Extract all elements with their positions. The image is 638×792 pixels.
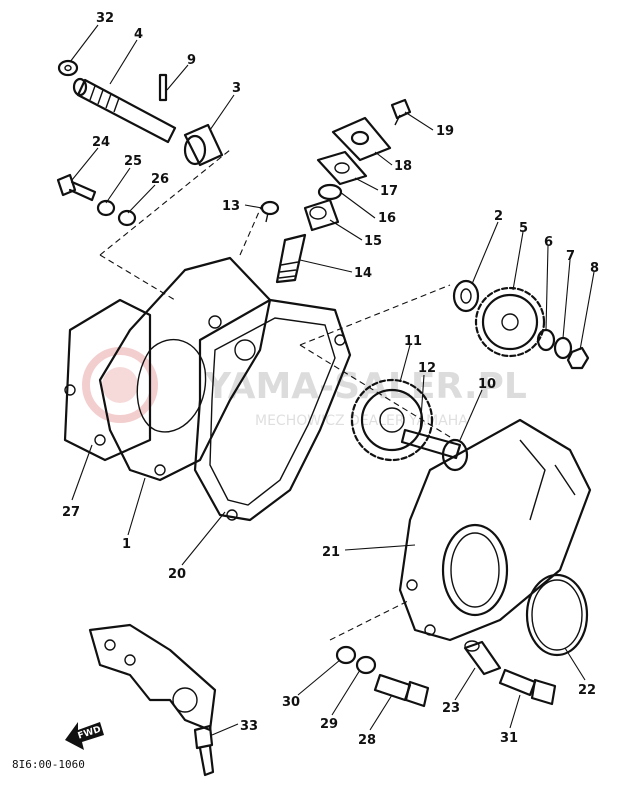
bushing-15 (303, 198, 340, 232)
watermark-main: YAMA-SALER.PL (204, 366, 527, 407)
callout-18: 18 (394, 159, 412, 174)
shaft-4 (72, 77, 177, 144)
callout-14: 14 (354, 266, 372, 281)
bolt-28 (373, 673, 430, 708)
washer-7 (553, 336, 573, 360)
bolt-24 (56, 173, 97, 202)
dowel-23 (463, 640, 502, 676)
callout-27: 27 (62, 505, 80, 520)
callout-32: 32 (96, 11, 114, 26)
screw-13 (260, 200, 280, 223)
callout-22: 22 (578, 683, 596, 698)
cover-21 (398, 418, 592, 642)
bolt-31 (498, 668, 557, 706)
callout-25: 25 (124, 154, 142, 169)
callout-8: 8 (590, 261, 599, 276)
washer-29 (355, 655, 377, 675)
pin-9 (158, 73, 168, 102)
o-ring-22 (525, 573, 589, 657)
callout-9: 9 (187, 53, 196, 68)
callout-13: 13 (222, 199, 240, 214)
callout-21: 21 (322, 545, 340, 560)
gasket-17 (316, 150, 368, 186)
nut-8 (566, 346, 590, 370)
worm-gear-14 (275, 233, 307, 284)
fitting-33 (193, 724, 215, 777)
callout-31: 31 (500, 731, 518, 746)
shaft-12 (400, 428, 462, 460)
gasket-27 (63, 298, 152, 462)
callout-labels: 32 4 9 3 19 24 25 26 18 17 13 16 15 14 2… (62, 11, 599, 748)
callout-26: 26 (151, 172, 169, 187)
callout-29: 29 (320, 717, 338, 732)
callout-1: 1 (122, 537, 131, 552)
forward-direction-marker: FWD (65, 722, 104, 750)
callout-16: 16 (378, 211, 396, 226)
callout-28: 28 (358, 733, 376, 748)
callout-11: 11 (404, 334, 422, 349)
figure-code: 8I6:00-1060 (12, 758, 85, 771)
bearing-10 (441, 438, 469, 472)
callout-17: 17 (380, 184, 398, 199)
callout-6: 6 (544, 235, 553, 250)
callout-23: 23 (442, 701, 460, 716)
callout-5: 5 (519, 221, 528, 236)
callout-20: 20 (168, 567, 186, 582)
callout-30: 30 (282, 695, 300, 710)
callout-24: 24 (92, 135, 110, 150)
washer-6 (536, 328, 556, 352)
bearing-2 (452, 279, 480, 313)
callout-12: 12 (418, 361, 436, 376)
ring-16 (317, 183, 343, 201)
gear-11 (350, 378, 434, 462)
washer-25 (96, 199, 116, 217)
callout-19: 19 (436, 124, 454, 139)
sprocket-5 (474, 286, 546, 358)
washer-26 (117, 209, 137, 227)
callout-10: 10 (478, 377, 496, 392)
washer-30 (335, 645, 357, 665)
screw-19 (390, 98, 412, 126)
callout-33: 33 (240, 719, 258, 734)
gasket-20 (193, 298, 352, 522)
inset-housing (88, 623, 217, 732)
collar-3 (183, 123, 224, 167)
housing-1 (98, 256, 272, 482)
callout-15: 15 (364, 234, 382, 249)
callout-3: 3 (232, 81, 241, 96)
callout-7: 7 (566, 249, 575, 264)
watermark: YAMA-SALER.PL MECHOWICZ DEALER YAMAHA (82, 347, 527, 429)
leader-lines (69, 24, 595, 736)
callout-2: 2 (494, 209, 503, 224)
washer-32 (57, 59, 79, 77)
plate-18 (331, 116, 392, 162)
callout-4: 4 (134, 27, 143, 42)
